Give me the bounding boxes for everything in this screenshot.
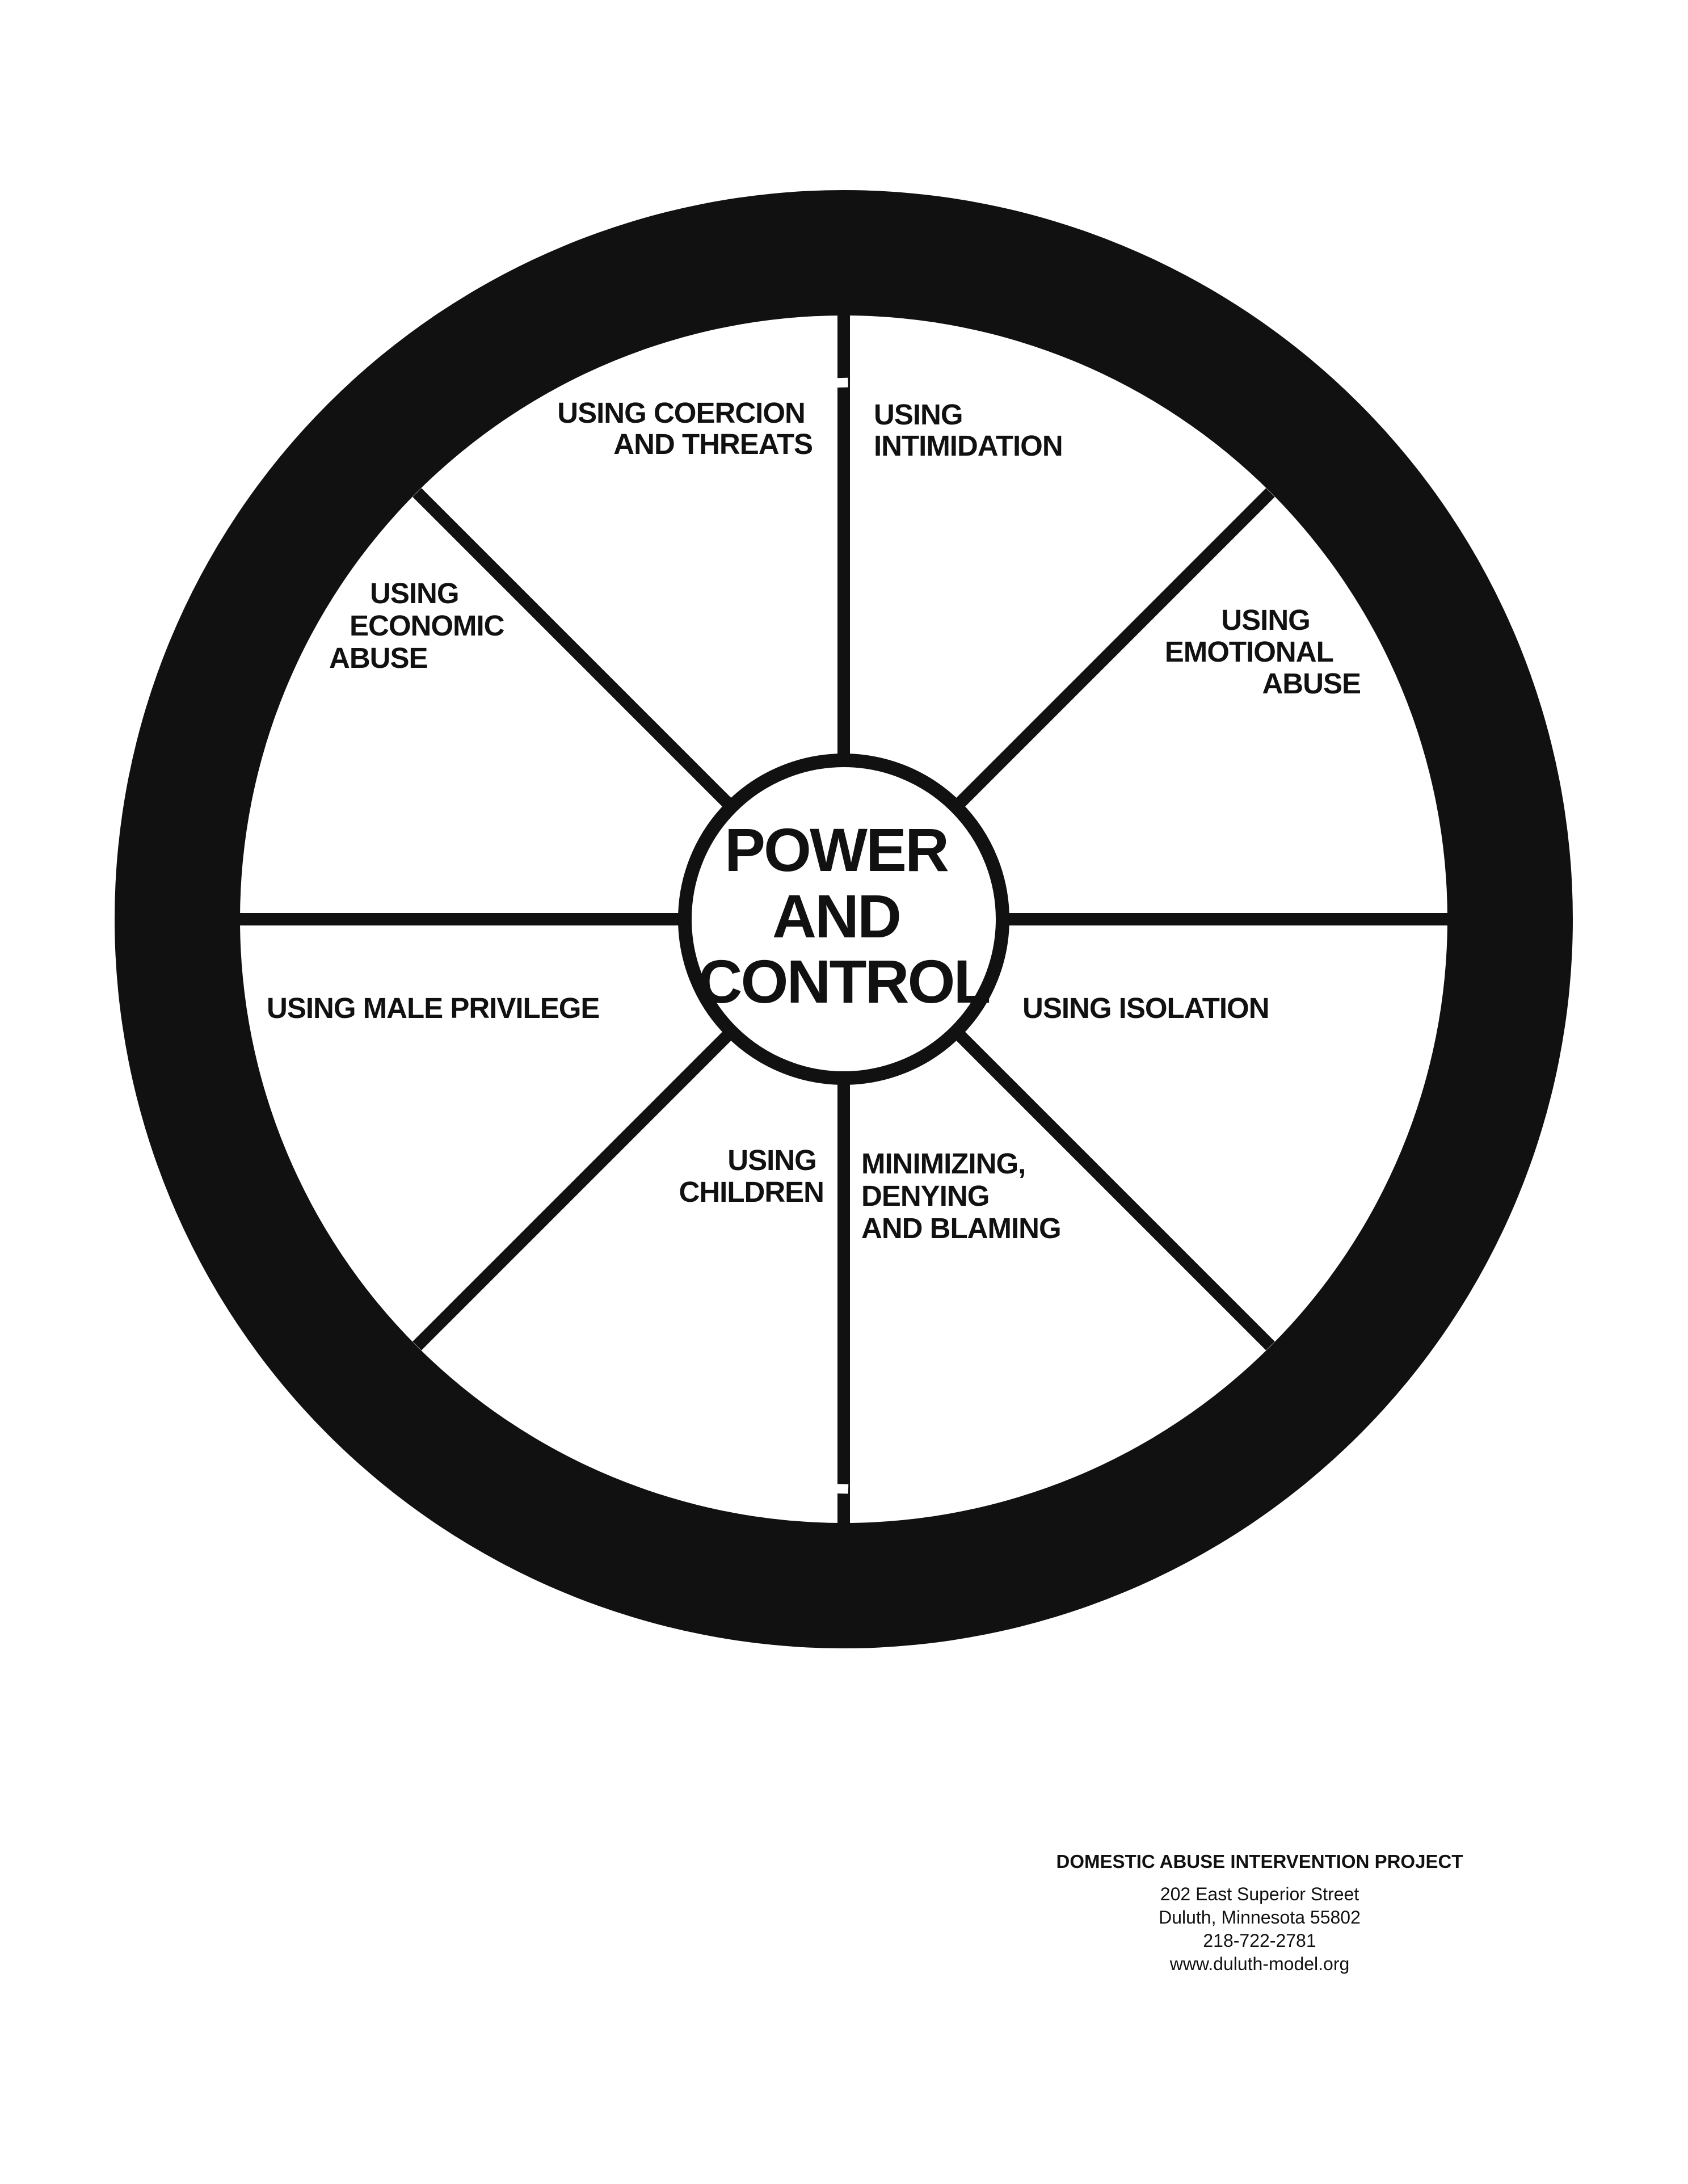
wedge-intimidation-line-2: INTIMIDATION [874, 430, 1063, 462]
wedge-emotional-label: USING EMOTIONAL ABUSE [1165, 604, 1361, 700]
wedge-intimidation-label: USING INTIMIDATION [874, 398, 1063, 462]
wedge-economic-line-1: USING [370, 577, 459, 609]
spoke-diagonal-upper-right [952, 488, 1275, 811]
wedge-isolation-line-1: USING ISOLATION [1022, 992, 1269, 1024]
wedge-coercion-line-1: USING COERCION [557, 397, 805, 429]
wedge-minimizing-label: MINIMIZING, DENYING AND BLAMING [861, 1147, 1061, 1244]
wedge-economic-line-3: ABUSE [329, 642, 428, 674]
wedge-intimidation-line-1: USING [874, 398, 963, 431]
footer-address-block: DOMESTIC ABUSE INTERVENTION PROJECT 202 … [987, 1851, 1532, 1976]
wedge-male-privilege-label: USING MALE PRIVILEGE [267, 992, 599, 1024]
spoke-diagonal-lower-left [412, 1027, 736, 1350]
wedge-economic-label: USING ECONOMIC ABUSE [329, 577, 512, 674]
center-label: POWER AND CONTROL [698, 815, 990, 1016]
wedge-children-line-1: USING [727, 1144, 816, 1176]
wedge-isolation-label: USING ISOLATION [1022, 992, 1269, 1024]
footer-phone: 218-722-2781 [1203, 1930, 1316, 1951]
footer-street: 202 East Superior Street [1160, 1884, 1359, 1904]
center-line-and: AND [772, 882, 900, 950]
spoke-diagonal-lower-right [952, 1027, 1275, 1350]
wedge-children-line-2: CHILDREN [679, 1176, 824, 1208]
wedge-coercion-label: USING COERCION AND THREATS [557, 397, 813, 460]
wedge-coercion-line-2: AND THREATS [613, 428, 813, 460]
wedge-minimizing-line-3: AND BLAMING [861, 1212, 1061, 1244]
wedge-minimizing-line-1: MINIMIZING, [861, 1147, 1025, 1180]
wedge-male-privilege-line-1: USING MALE PRIVILEGE [267, 992, 599, 1024]
footer-website[interactable]: www.duluth-model.org [1169, 1954, 1350, 1974]
wedge-emotional-line-2: EMOTIONAL [1165, 636, 1333, 668]
wheel-spokes [240, 315, 1447, 1523]
center-hub [678, 754, 1009, 1085]
footer-organization: DOMESTIC ABUSE INTERVENTION PROJECT [1056, 1851, 1463, 1872]
footer-city: Duluth, Minnesota 55802 [1159, 1907, 1361, 1928]
center-line-control: CONTROL [698, 947, 990, 1016]
spoke-diagonal-upper-left [412, 488, 736, 811]
center-line-power: POWER [725, 815, 948, 884]
wedge-minimizing-line-2: DENYING [861, 1180, 989, 1212]
wedge-emotional-line-1: USING [1221, 604, 1310, 636]
wedge-emotional-line-3: ABUSE [1262, 667, 1361, 700]
wedge-economic-line-2: ECONOMIC [350, 609, 504, 642]
wedge-children-label: USING CHILDREN [679, 1144, 824, 1208]
